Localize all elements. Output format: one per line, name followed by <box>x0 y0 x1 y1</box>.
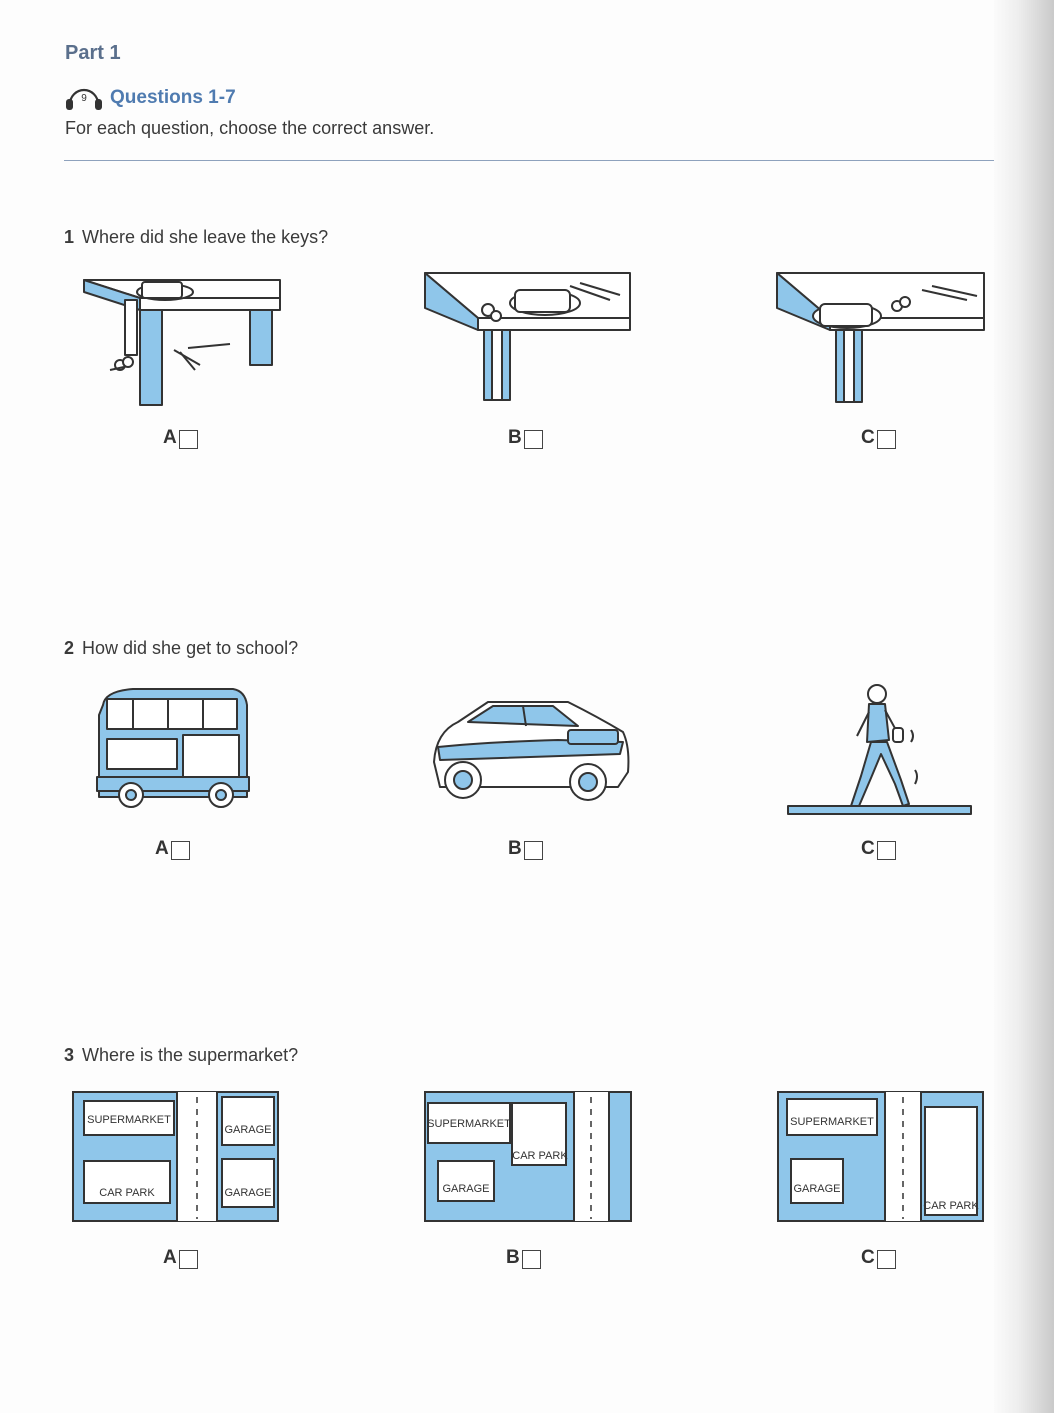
answer-checkbox[interactable] <box>876 841 896 860</box>
divider <box>64 160 994 161</box>
questions-header: 9 Questions 1-7 <box>64 84 236 112</box>
option-letter: C <box>861 427 875 448</box>
q3-option-a[interactable]: A <box>163 1247 198 1269</box>
q3-picture-b-map: SUPERMARKET CAR PARK GARAGE <box>424 1091 632 1222</box>
answer-checkbox[interactable] <box>178 1250 198 1269</box>
option-letter: B <box>508 838 522 859</box>
question-number: 2 <box>64 638 75 658</box>
supermarket-label: SUPERMARKET <box>790 1116 874 1128</box>
part-title: Part 1 <box>65 42 121 64</box>
option-letter: A <box>155 838 169 859</box>
answer-checkbox[interactable] <box>523 841 543 860</box>
q1-option-b[interactable]: B <box>508 427 543 449</box>
answer-checkbox[interactable] <box>170 841 190 860</box>
car-park-label: CAR PARK <box>923 1200 979 1212</box>
q1-picture-a <box>83 279 281 406</box>
q2-picture-a-bus <box>96 688 250 808</box>
q3-option-c[interactable]: C <box>861 1247 896 1269</box>
headphones-icon: 9 <box>66 88 102 110</box>
car-park-label: CAR PARK <box>512 1150 568 1162</box>
q1-picture-b <box>424 272 631 401</box>
q2-picture-c-walking <box>787 684 972 815</box>
q2-picture-b-car <box>433 701 630 801</box>
q3-option-b[interactable]: B <box>506 1247 541 1269</box>
supermarket-label: SUPERMARKET <box>427 1118 511 1130</box>
question-2: 2 How did she get to school? <box>64 638 298 659</box>
answer-checkbox[interactable] <box>876 1250 896 1269</box>
option-letter: C <box>861 838 875 859</box>
supermarket-label: SUPERMARKET <box>87 1114 171 1126</box>
question-number: 3 <box>64 1045 75 1065</box>
q3-picture-c-map: SUPERMARKET GARAGE CAR PARK <box>777 1091 984 1222</box>
question-3: 3 Where is the supermarket? <box>64 1045 298 1066</box>
garage-label: GARAGE <box>224 1124 271 1136</box>
option-letter: A <box>163 427 177 448</box>
answer-checkbox[interactable] <box>523 430 543 449</box>
option-letter: C <box>861 1247 875 1268</box>
q1-picture-c <box>776 272 985 403</box>
question-1: 1 Where did she leave the keys? <box>64 227 328 248</box>
q1-option-c[interactable]: C <box>861 427 896 449</box>
question-text: Where did she leave the keys? <box>82 227 329 247</box>
q2-option-a[interactable]: A <box>155 838 190 860</box>
q3-picture-a-map: SUPERMARKET CAR PARK GARAGE GARAGE <box>72 1091 279 1222</box>
audio-track-number: 9 <box>81 93 87 104</box>
option-letter: B <box>508 427 522 448</box>
instruction: For each question, choose the correct an… <box>65 118 435 138</box>
question-number: 1 <box>64 227 75 247</box>
answer-checkbox[interactable] <box>521 1250 541 1269</box>
questions-label: Questions 1-7 <box>110 87 236 108</box>
answer-checkbox[interactable] <box>178 430 198 449</box>
garage-label: GARAGE <box>224 1187 271 1199</box>
q2-option-c[interactable]: C <box>861 838 896 860</box>
question-text: How did she get to school? <box>82 638 299 658</box>
q2-option-b[interactable]: B <box>508 838 543 860</box>
garage-label: GARAGE <box>442 1183 489 1195</box>
answer-checkbox[interactable] <box>876 430 896 449</box>
car-park-label: CAR PARK <box>99 1187 155 1199</box>
option-letter: B <box>506 1247 520 1268</box>
garage-label: GARAGE <box>793 1183 840 1195</box>
question-text: Where is the supermarket? <box>82 1045 299 1065</box>
option-letter: A <box>163 1247 177 1268</box>
page-edge <box>994 0 1054 1413</box>
q1-option-a[interactable]: A <box>163 427 198 449</box>
